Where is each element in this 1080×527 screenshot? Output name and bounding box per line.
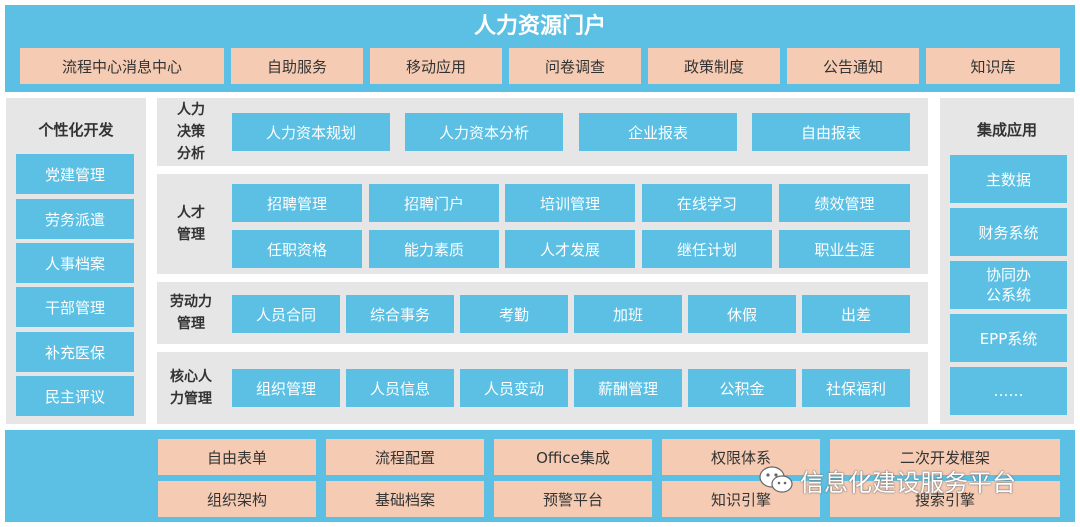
item-free-reports[interactable]: 自由报表 bbox=[752, 113, 910, 151]
item-leave[interactable]: 休假 bbox=[688, 295, 796, 333]
row-label-talent: 人才 管理 bbox=[160, 174, 222, 274]
row-label-line: 管理 bbox=[177, 227, 205, 243]
row-label-line: 管理 bbox=[177, 316, 205, 332]
item-recruitment-portal[interactable]: 招聘门户 bbox=[369, 184, 499, 222]
row-label-decision: 人力 决策 分析 bbox=[160, 98, 222, 166]
watermark-text: 信息化建设服务平台 bbox=[800, 468, 1016, 497]
item-career-development[interactable]: 职业生涯 bbox=[779, 230, 910, 268]
watermark: 信息化建设服务平台 bbox=[758, 462, 1016, 498]
item-hr-capital-analysis[interactable]: 人力资本分析 bbox=[405, 113, 563, 151]
left-item-labor-dispatch[interactable]: 劳务派遣 bbox=[16, 199, 134, 239]
row-label-line: 决策 bbox=[177, 124, 205, 140]
item-personnel-info[interactable]: 人员信息 bbox=[346, 369, 454, 407]
left-item-supplementary-insurance[interactable]: 补充医保 bbox=[16, 332, 134, 372]
item-training-management[interactable]: 培训管理 bbox=[505, 184, 635, 222]
nav-announcements[interactable]: 公告通知 bbox=[787, 48, 919, 84]
platform-dev-framework[interactable]: 二次开发框架 bbox=[830, 439, 1060, 475]
platform-office-integration[interactable]: Office集成 bbox=[494, 439, 652, 475]
row-label-line: 人力 bbox=[177, 102, 205, 118]
nav-survey[interactable]: 问卷调查 bbox=[509, 48, 641, 84]
platform-knowledge-engine[interactable]: 知识引擎 bbox=[662, 481, 820, 517]
right-item-more[interactable]: …… bbox=[950, 367, 1067, 415]
left-item-party-building[interactable]: 党建管理 bbox=[16, 154, 134, 194]
right-panel-header: 集成应用 bbox=[976, 120, 1037, 139]
item-overtime[interactable]: 加班 bbox=[574, 295, 682, 333]
item-organization-management[interactable]: 组织管理 bbox=[232, 369, 340, 407]
platform-org-structure[interactable]: 组织架构 bbox=[158, 481, 316, 517]
item-competency[interactable]: 能力素质 bbox=[369, 230, 499, 268]
nav-policy[interactable]: 政策制度 bbox=[648, 48, 780, 84]
item-personnel-changes[interactable]: 人员变动 bbox=[460, 369, 568, 407]
item-talent-development[interactable]: 人才发展 bbox=[505, 230, 635, 268]
left-panel-header: 个性化开发 bbox=[38, 120, 114, 139]
platform-basic-archives[interactable]: 基础档案 bbox=[326, 481, 484, 517]
portal-title: 人力资源门户 bbox=[473, 14, 606, 39]
item-social-security[interactable]: 社保福利 bbox=[802, 369, 910, 407]
row-label-core-hr: 核心人 力管理 bbox=[160, 352, 222, 424]
item-recruitment-management[interactable]: 招聘管理 bbox=[232, 184, 362, 222]
item-business-trip[interactable]: 出差 bbox=[802, 295, 910, 333]
item-general-affairs[interactable]: 综合事务 bbox=[346, 295, 454, 333]
right-item-finance-system[interactable]: 财务系统 bbox=[950, 208, 1067, 256]
wechat-icon bbox=[759, 466, 793, 493]
row-label-line: 劳动力 bbox=[170, 294, 212, 310]
nav-knowledge-base[interactable]: 知识库 bbox=[926, 48, 1060, 84]
row-label-line: 分析 bbox=[177, 146, 205, 162]
item-qualifications[interactable]: 任职资格 bbox=[232, 230, 362, 268]
row-label-line: 核心人 bbox=[170, 369, 212, 385]
right-item-master-data[interactable]: 主数据 bbox=[950, 155, 1067, 203]
platform-search-engine[interactable]: 搜索引擎 bbox=[830, 481, 1060, 517]
row-label-line: 人才 bbox=[177, 205, 205, 221]
nav-message-center[interactable]: 流程中心消息中心 bbox=[20, 48, 224, 84]
item-hr-capital-planning[interactable]: 人力资本规划 bbox=[232, 113, 390, 151]
row-label-line: 力管理 bbox=[170, 391, 212, 407]
nav-self-service[interactable]: 自助服务 bbox=[231, 48, 363, 84]
item-housing-fund[interactable]: 公积金 bbox=[688, 369, 796, 407]
item-payroll-management[interactable]: 薪酬管理 bbox=[574, 369, 682, 407]
left-item-democratic-review[interactable]: 民主评议 bbox=[16, 376, 134, 416]
item-attendance[interactable]: 考勤 bbox=[460, 295, 568, 333]
left-item-personnel-files[interactable]: 人事档案 bbox=[16, 243, 134, 283]
left-item-cadre-management[interactable]: 干部管理 bbox=[16, 287, 134, 327]
item-succession-planning[interactable]: 继任计划 bbox=[642, 230, 772, 268]
item-employee-contracts[interactable]: 人员合同 bbox=[232, 295, 340, 333]
right-item-collaboration-system[interactable]: 协同办 公系统 bbox=[950, 261, 1067, 309]
platform-process-config[interactable]: 流程配置 bbox=[326, 439, 484, 475]
platform-free-form[interactable]: 自由表单 bbox=[158, 439, 316, 475]
platform-alert-platform[interactable]: 预警平台 bbox=[494, 481, 652, 517]
item-performance-management[interactable]: 绩效管理 bbox=[779, 184, 910, 222]
item-online-learning[interactable]: 在线学习 bbox=[642, 184, 772, 222]
item-enterprise-reports[interactable]: 企业报表 bbox=[579, 113, 737, 151]
right-item-epp-system[interactable]: EPP系统 bbox=[950, 314, 1067, 362]
nav-mobile-apps[interactable]: 移动应用 bbox=[370, 48, 502, 84]
platform-permission-system[interactable]: 权限体系 bbox=[662, 439, 820, 475]
row-label-workforce: 劳动力 管理 bbox=[160, 282, 222, 344]
